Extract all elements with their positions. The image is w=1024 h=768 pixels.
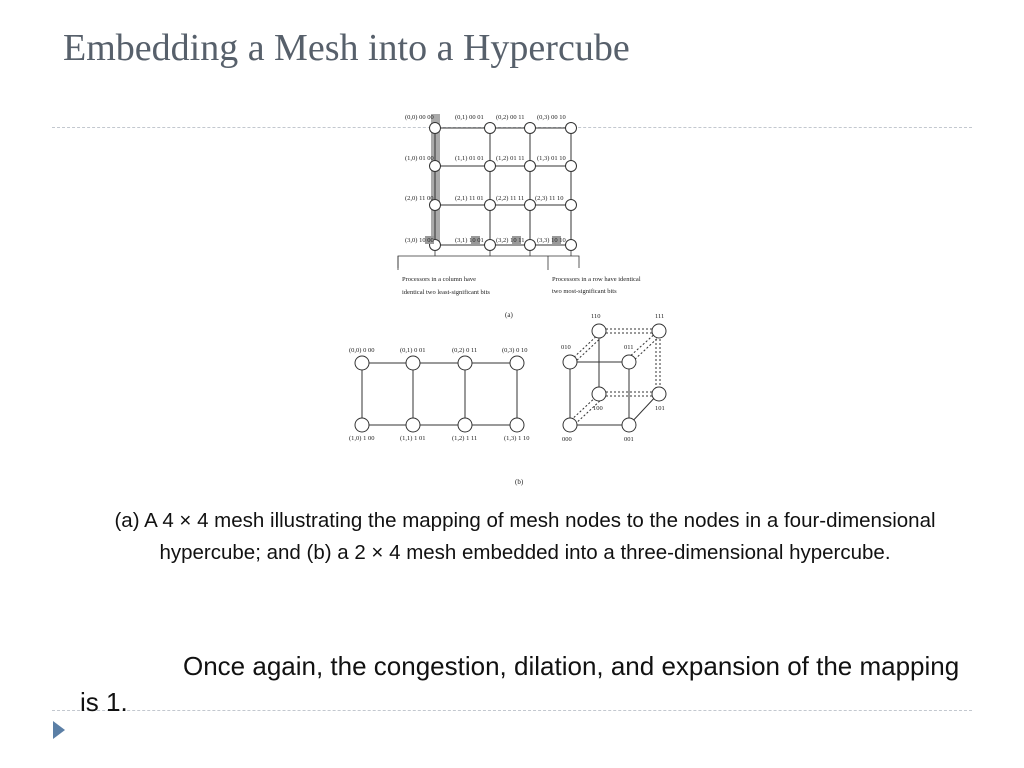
node-label-1-3: (1,3) 01 10 xyxy=(537,155,566,162)
cube-label-010: 010 xyxy=(561,344,571,351)
cube-label-011: 011 xyxy=(624,344,634,351)
mesh-b-label-0-1: (0,1) 0 01 xyxy=(400,347,425,354)
mesh-4x4: (0,0) 00 00 (0,1) 00 01 (0,2) 00 11 (0,3… xyxy=(397,114,641,319)
body-text: Once again, the congestion, dilation, an… xyxy=(80,651,960,717)
cube-label-101: 101 xyxy=(655,405,665,412)
figure-label-b: (b) xyxy=(515,478,524,486)
figure-label-a: (a) xyxy=(505,311,513,319)
row-note-line-2: two most-significant bits xyxy=(552,288,617,295)
column-note-line-1: Processors in a column have xyxy=(402,276,476,283)
node-label-1-1: (1,1) 01 01 xyxy=(455,155,484,162)
node-label-3-2: (3,2) 10 11 xyxy=(496,237,524,244)
mesh-2x4: (0,0) 0 00 (0,1) 0 01 (0,2) 0 11 (0,3) 0… xyxy=(349,347,529,486)
mesh-b-label-0-0: (0,0) 0 00 xyxy=(349,347,374,354)
mesh-b-label-0-3: (0,3) 0 10 xyxy=(502,347,527,354)
node-label-2-2: (2,2) 11 11 xyxy=(496,195,524,202)
node-label-2-0: (2,0) 11 00 xyxy=(405,195,433,202)
mesh-b-label-1-3: (1,3) 1 10 xyxy=(504,435,529,442)
slide-title: Embedding a Mesh into a Hypercube xyxy=(63,27,630,69)
node-label-0-3: (0,3) 00 10 xyxy=(537,114,566,121)
node-label-3-3: (3,3) 10 10 xyxy=(537,237,566,244)
node-label-3-0: (3,0) 10 00 xyxy=(405,237,434,244)
cube-label-110: 110 xyxy=(591,313,601,320)
divider-bottom xyxy=(52,710,972,711)
cube-label-001: 001 xyxy=(624,436,634,443)
column-note-line-2: identical two least-significant bits xyxy=(402,289,490,296)
mesh-b-label-1-0: (1,0) 1 00 xyxy=(349,435,374,442)
cube-label-000: 000 xyxy=(562,436,572,443)
mesh-b-label-1-2: (1,2) 1 11 xyxy=(452,435,477,442)
cube-label-111: 111 xyxy=(655,313,664,320)
cube-label-100: 100 xyxy=(593,405,603,412)
node-label-0-2: (0,2) 00 11 xyxy=(496,114,524,121)
node-label-0-0: (0,0) 00 00 xyxy=(405,114,434,121)
row-note-line-1: Processors in a row have identical xyxy=(552,276,641,283)
node-label-0-1: (0,1) 00 01 xyxy=(455,114,484,121)
mesh-b-label-0-2: (0,2) 0 11 xyxy=(452,347,477,354)
bullet-triangle-icon xyxy=(53,721,65,739)
mesh-hypercube-figure: (0,0) 00 00 (0,1) 00 01 (0,2) 00 11 (0,3… xyxy=(349,114,667,486)
node-label-2-1: (2,1) 11 01 xyxy=(455,195,483,202)
figure-caption: (a) A 4 × 4 mesh illustrating the mappin… xyxy=(114,509,936,564)
node-label-2-3: (2,3) 11 10 xyxy=(535,195,563,202)
node-label-3-1: (3,1) 10 01 xyxy=(455,237,484,244)
mesh-b-label-1-1: (1,1) 1 01 xyxy=(400,435,425,442)
node-label-1-2: (1,2) 01 11 xyxy=(496,155,524,162)
node-label-1-0: (1,0) 01 00 xyxy=(405,155,434,162)
hypercube-3d: 000 001 010 011 100 101 110 111 xyxy=(561,313,667,443)
